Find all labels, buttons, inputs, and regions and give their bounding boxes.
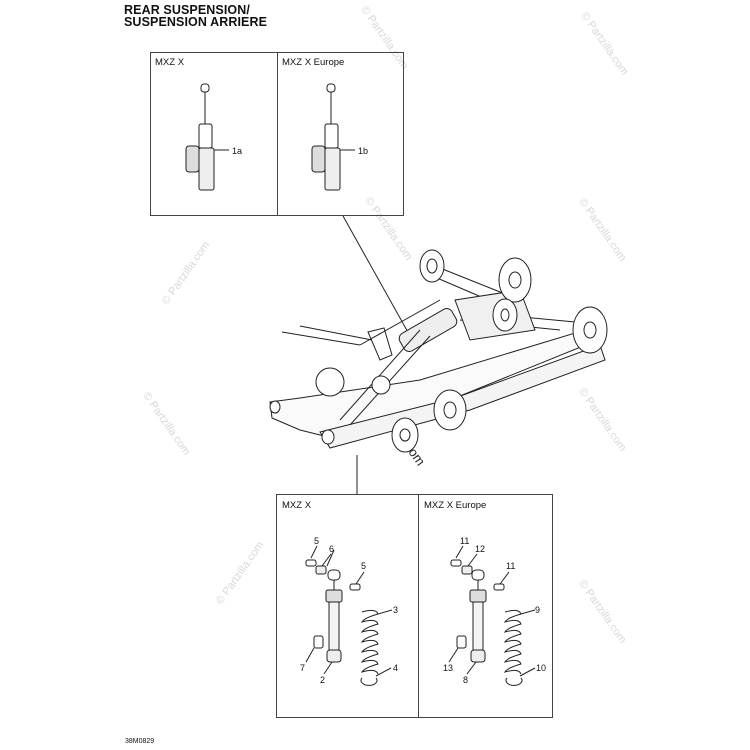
callout-10: 10 <box>536 663 547 673</box>
shock-absorber-exploded-mxz-x <box>305 545 393 686</box>
coil-spring-3 <box>361 609 379 675</box>
top-right-panel-label: MXZ X Europe <box>282 57 345 68</box>
bottom-panel-frame <box>276 494 553 718</box>
retaining-clip-4 <box>360 677 378 686</box>
figure-code: 38M0829 <box>125 738 155 745</box>
shock-absorber-exploded-mxz-x-europe <box>448 545 536 686</box>
callout-5: 5 <box>361 561 367 571</box>
callout-2: 2 <box>320 675 326 685</box>
callout-3: 3 <box>393 605 399 615</box>
callout-5: 5 <box>314 536 320 546</box>
callout-12: 12 <box>475 544 486 554</box>
callout-11: 11 <box>460 536 470 546</box>
callout-1a: 1a <box>232 146 243 156</box>
callout-9: 9 <box>535 605 541 615</box>
rear-suspension-assembly <box>269 249 608 453</box>
retaining-clip-10 <box>505 677 523 686</box>
top-panel-divider <box>277 52 278 216</box>
callout-1b: 1b <box>358 146 369 156</box>
callout-13: 13 <box>443 663 454 673</box>
callout-7: 7 <box>300 663 306 673</box>
callout-4: 4 <box>393 663 399 673</box>
bottom-panel-divider <box>418 494 419 718</box>
callout-8: 8 <box>463 675 469 685</box>
shock-absorber-1a <box>185 83 229 191</box>
diagram-title-line2: SUSPENSION ARRIERE <box>124 15 268 29</box>
callout-6: 6 <box>329 544 335 554</box>
bottom-right-panel-label: MXZ X Europe <box>424 500 487 511</box>
shock-absorber-1b <box>311 83 355 191</box>
bottom-left-panel-label: MXZ X <box>282 500 312 511</box>
callout-11: 11 <box>506 561 516 571</box>
diagram-title-line1: REAR SUSPENSION/ <box>124 3 250 17</box>
coil-spring-9 <box>504 609 522 675</box>
top-left-panel-label: MXZ X <box>155 57 185 68</box>
